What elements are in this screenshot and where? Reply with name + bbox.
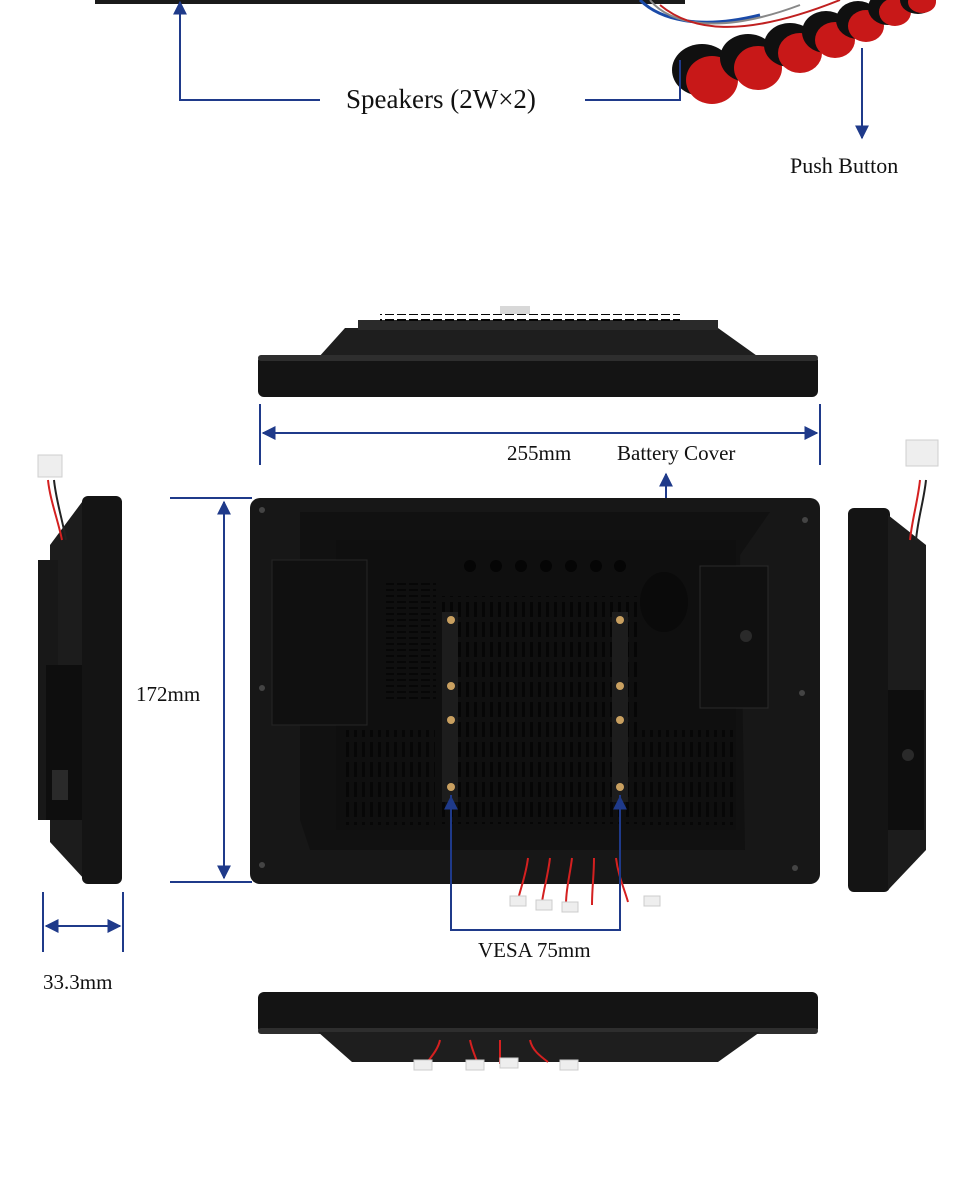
device-top-view: [258, 306, 818, 397]
push-button-icon: [900, 0, 936, 14]
device-back-view: [250, 498, 820, 913]
device-right-side-view: [848, 439, 939, 892]
width-dimension: [259, 404, 821, 465]
battery-cover-label: Battery Cover: [617, 441, 736, 465]
screw-icon: [259, 507, 808, 871]
back-wires: [509, 857, 661, 913]
depth-dimension: [42, 892, 124, 952]
device-left-side-view: [37, 454, 122, 884]
vesa-label: VESA 75mm: [478, 938, 591, 962]
vesa-callout: [444, 795, 627, 931]
push-button-cluster: [638, 0, 936, 104]
height-label: 172mm: [136, 682, 201, 706]
depth-label: 33.3mm: [43, 970, 113, 994]
device-bottom-view: [258, 992, 818, 1071]
speakers-callout: [173, 0, 681, 101]
width-label: 255mm: [507, 441, 572, 465]
vesa-hole-icon: [447, 616, 624, 791]
speaker-panel-edge: [95, 0, 685, 4]
push-button-label: Push Button: [790, 153, 899, 178]
button-hole-icon: [464, 560, 626, 572]
height-dimension: [170, 497, 252, 883]
speakers-label: Speakers (2W×2): [344, 84, 538, 114]
